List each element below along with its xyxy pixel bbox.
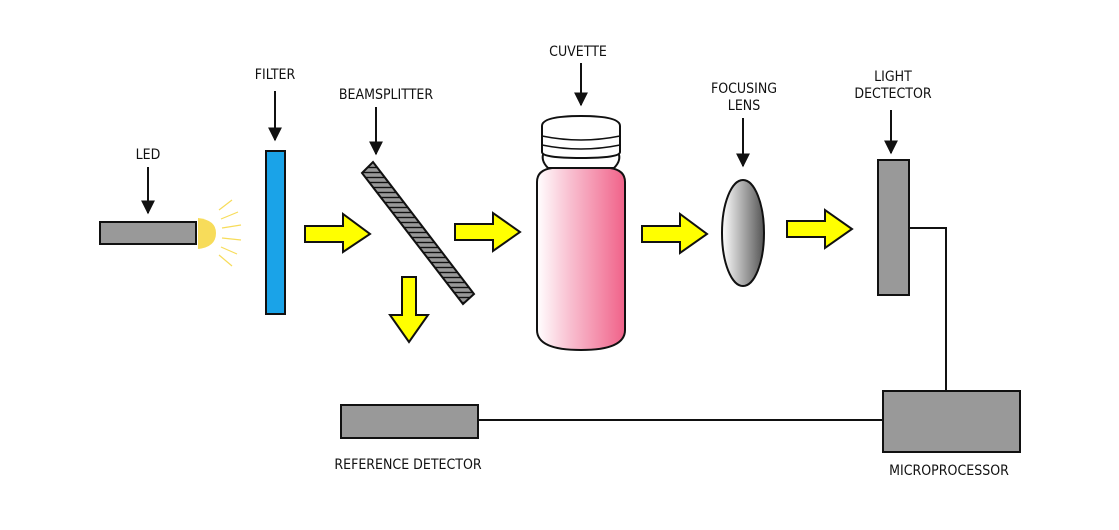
detector-wire [909, 227, 947, 391]
light-detector-label-line2: DECTECTOR [854, 86, 932, 102]
focusing-lens-label-line1: FOCUSING [710, 81, 778, 97]
light-detector-label-line1: LIGHT [874, 69, 912, 85]
focusing-lens-label: FOCUSING LENS [711, 81, 777, 115]
light-detector-label: LIGHT DECTECTOR [854, 69, 931, 103]
light-rays-icon [218, 199, 242, 267]
led-glow-icon [198, 218, 216, 249]
cuvette-label: CUVETTE [549, 44, 607, 60]
filter [265, 150, 286, 315]
reference-detector-label: REFERENCE DETECTOR [334, 457, 482, 473]
beam-arrow-2-icon [454, 211, 522, 253]
beam-arrow-down-icon [388, 276, 430, 344]
focusing-lens-label-line2: LENS [727, 98, 761, 114]
beam-arrow-4-icon [786, 208, 854, 250]
light-detector [877, 159, 910, 296]
cuvette [536, 114, 626, 352]
microprocessor [882, 390, 1021, 453]
led [99, 199, 242, 267]
filter-label: FILTER [254, 67, 296, 83]
focusing-lens [721, 179, 765, 287]
microprocessor-label: MICROPROCESSOR [889, 463, 1009, 479]
cuvette-cap [541, 114, 621, 160]
beam-arrow-3-icon [641, 212, 709, 255]
beam-arrow-1-icon [304, 212, 372, 254]
led-label: LED [135, 147, 161, 163]
beamsplitter [360, 160, 476, 306]
beamsplitter-label: BEAMSPLITTER [338, 87, 434, 103]
reference-detector [340, 404, 479, 439]
